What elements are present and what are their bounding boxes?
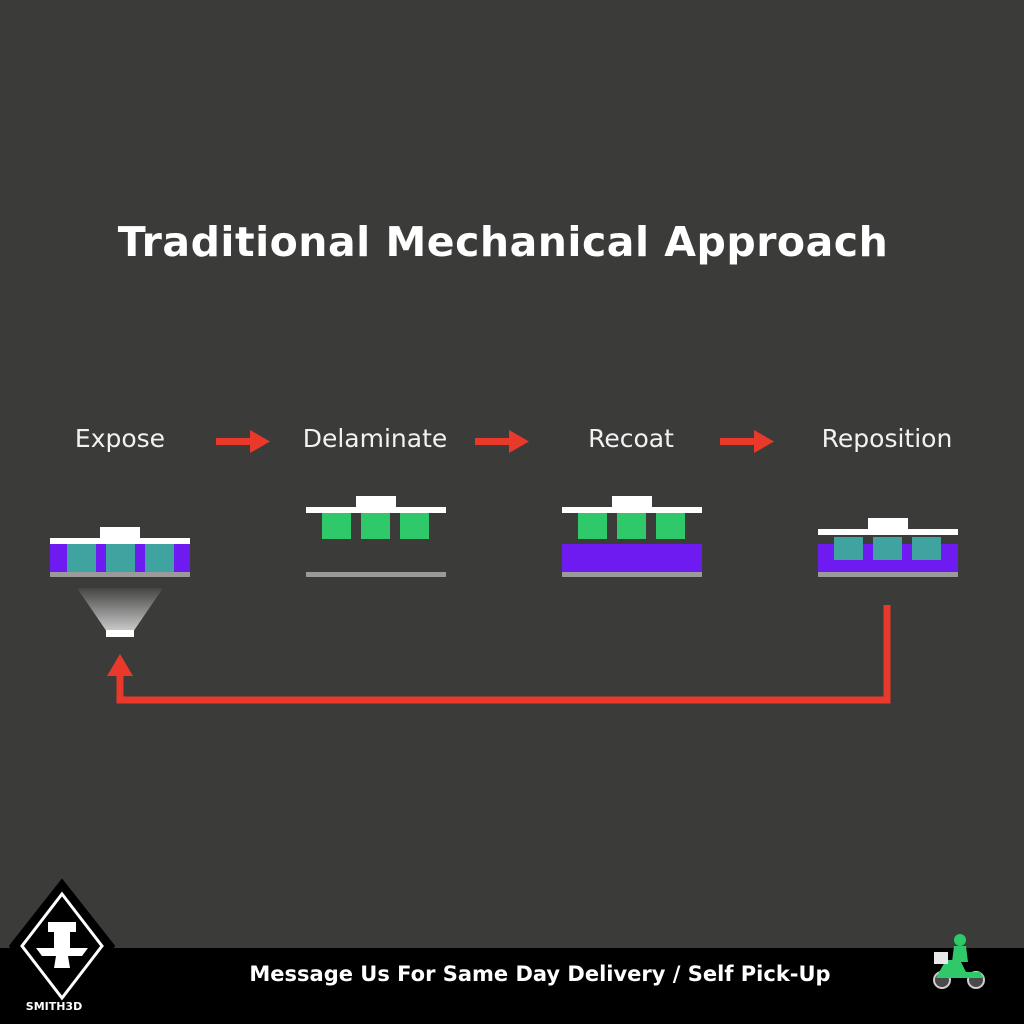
- loop-back-arrow: [107, 605, 891, 704]
- scooter-delivery-icon: [933, 934, 985, 989]
- arrow-delaminate-to-recoat: [475, 430, 529, 453]
- diagram-title: Traditional Mechanical Approach: [117, 218, 889, 266]
- light-source: [106, 630, 134, 637]
- logo-text: SMITH3D: [25, 1000, 83, 1013]
- arrow-recoat-to-reposition: [720, 430, 774, 453]
- build-platform: [50, 538, 190, 544]
- footer-message: Message Us For Same Day Delivery / Self …: [249, 962, 831, 986]
- vat-film: [50, 572, 190, 577]
- light-beam: [77, 588, 163, 632]
- delaminate-illustration: [306, 496, 446, 577]
- expose-illustration: [50, 527, 190, 637]
- reposition-illustration: [818, 518, 958, 577]
- footer-bar: [0, 948, 1024, 1024]
- step-label-reposition: Reposition: [821, 424, 953, 453]
- anvil-logo-icon: [8, 878, 116, 1014]
- arrow-expose-to-delaminate: [216, 430, 270, 453]
- step-label-expose: Expose: [74, 424, 166, 453]
- step-label-delaminate: Delaminate: [302, 424, 448, 453]
- recoat-illustration: [562, 496, 702, 577]
- step-label-recoat: Recoat: [588, 424, 674, 453]
